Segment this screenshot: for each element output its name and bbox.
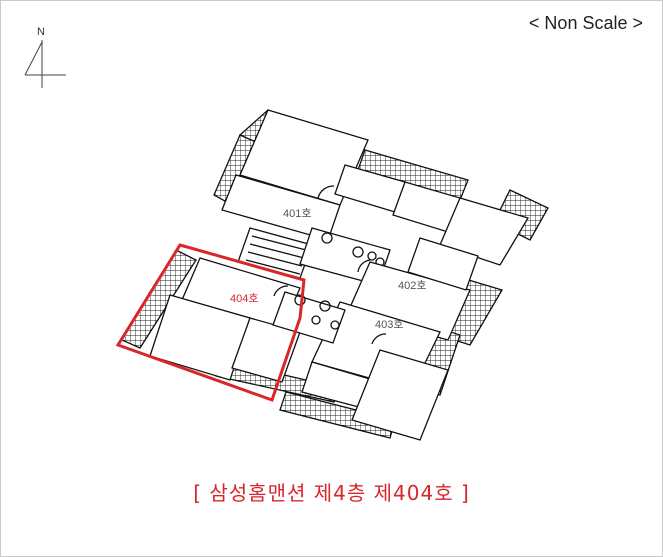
unit-label-402: 402호	[398, 279, 426, 292]
floor-plan: N	[24, 26, 549, 441]
scale-note: < Non Scale >	[528, 13, 643, 33]
unit-label-401: 401호	[283, 207, 311, 220]
highlight-unit-404	[115, 243, 306, 402]
caption: [ 삼성홈맨션 제4층 제404호 ]	[193, 481, 470, 505]
unit-label-404: 404호	[230, 292, 258, 305]
north-arrow-icon: N	[24, 26, 66, 88]
unit-label-403: 403호	[375, 318, 403, 331]
north-label: N	[37, 26, 45, 38]
room-top-right	[439, 197, 529, 266]
building-structure	[121, 109, 549, 441]
